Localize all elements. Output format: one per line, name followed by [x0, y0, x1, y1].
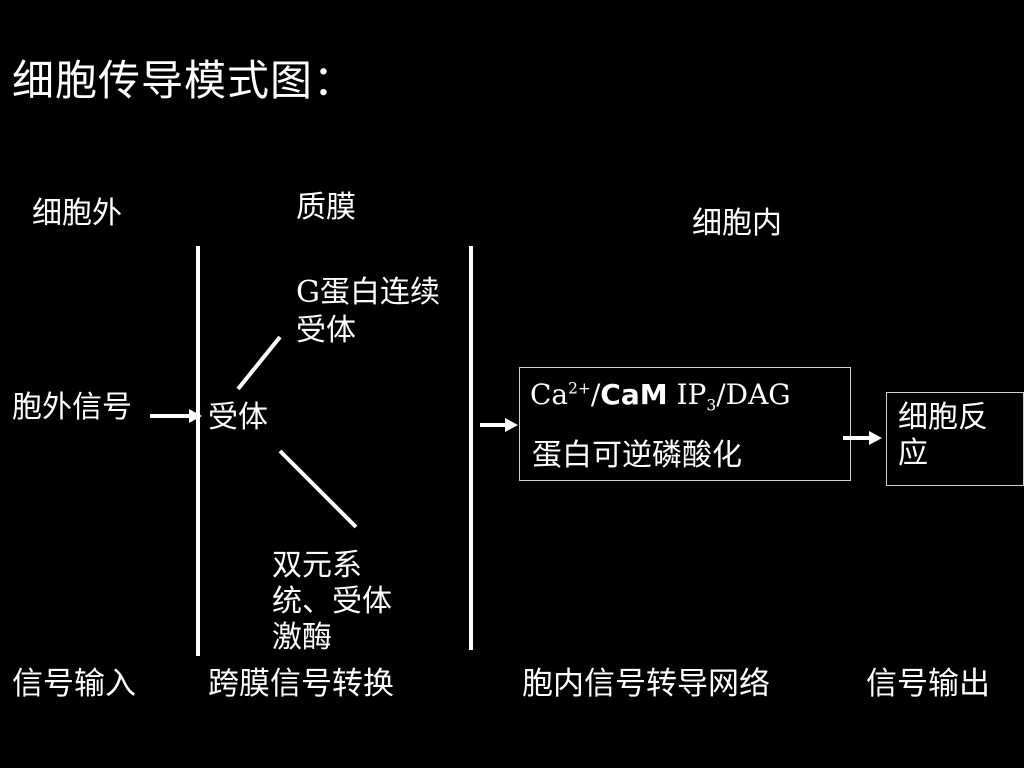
- second-messenger-text: Ca2+/CaM IP3/DAG: [530, 378, 791, 415]
- region-outside-label: 细胞外: [32, 196, 122, 231]
- two-component-connector: [278, 449, 358, 529]
- phosphorylation-label: 蛋白可逆磷酸化: [532, 438, 742, 473]
- cell-response-label: 细胞反 应: [898, 400, 988, 472]
- two-component-line1: 双元系: [272, 548, 362, 583]
- extracellular-signal-label: 胞外信号: [12, 390, 132, 425]
- g-protein-receptor-line2: 受体: [296, 312, 356, 348]
- region-membrane-label: 质膜: [296, 190, 356, 225]
- membrane-inner-line: [469, 246, 473, 650]
- ca-text: Ca: [530, 378, 569, 411]
- footer-transmembrane-transduction: 跨膜信号转换: [208, 666, 394, 702]
- two-component-line2: 统、受体: [272, 584, 392, 619]
- cell-response-line1: 细胞反: [898, 400, 988, 435]
- cam-text: CaM: [600, 378, 668, 411]
- response-arrow-head: [869, 431, 882, 445]
- two-component-receptor-label: 双元系 统、受体 激酶: [272, 548, 392, 656]
- g-protein-receptor-line1: G蛋白连续: [296, 275, 440, 310]
- footer-signal-output: 信号输出: [866, 666, 990, 702]
- membrane-arrow-head: [505, 418, 518, 432]
- receptor-label: 受体: [208, 400, 268, 435]
- footer-signal-input: 信号输入: [12, 666, 136, 702]
- diagram-title: 细胞传导模式图：: [12, 56, 357, 105]
- region-inside-label: 细胞内: [692, 206, 782, 241]
- ip-text: IP: [676, 378, 707, 411]
- footer-intracellular-network: 胞内信号转导网络: [522, 666, 770, 702]
- dag-text: /DAG: [716, 378, 791, 411]
- g-protein-receptor-label: G蛋白连续 受体: [296, 274, 440, 349]
- g-protein-connector: [236, 335, 282, 391]
- second-messenger-box: [519, 367, 851, 481]
- signal-arrow-head: [189, 409, 202, 423]
- cell-response-line2: 应: [898, 436, 928, 471]
- ca-charge: 2+: [568, 379, 591, 398]
- membrane-outer-line: [196, 246, 200, 656]
- slash-text: /: [590, 378, 601, 411]
- ip-subscript: 3: [706, 396, 717, 415]
- two-component-line3: 激酶: [272, 620, 332, 655]
